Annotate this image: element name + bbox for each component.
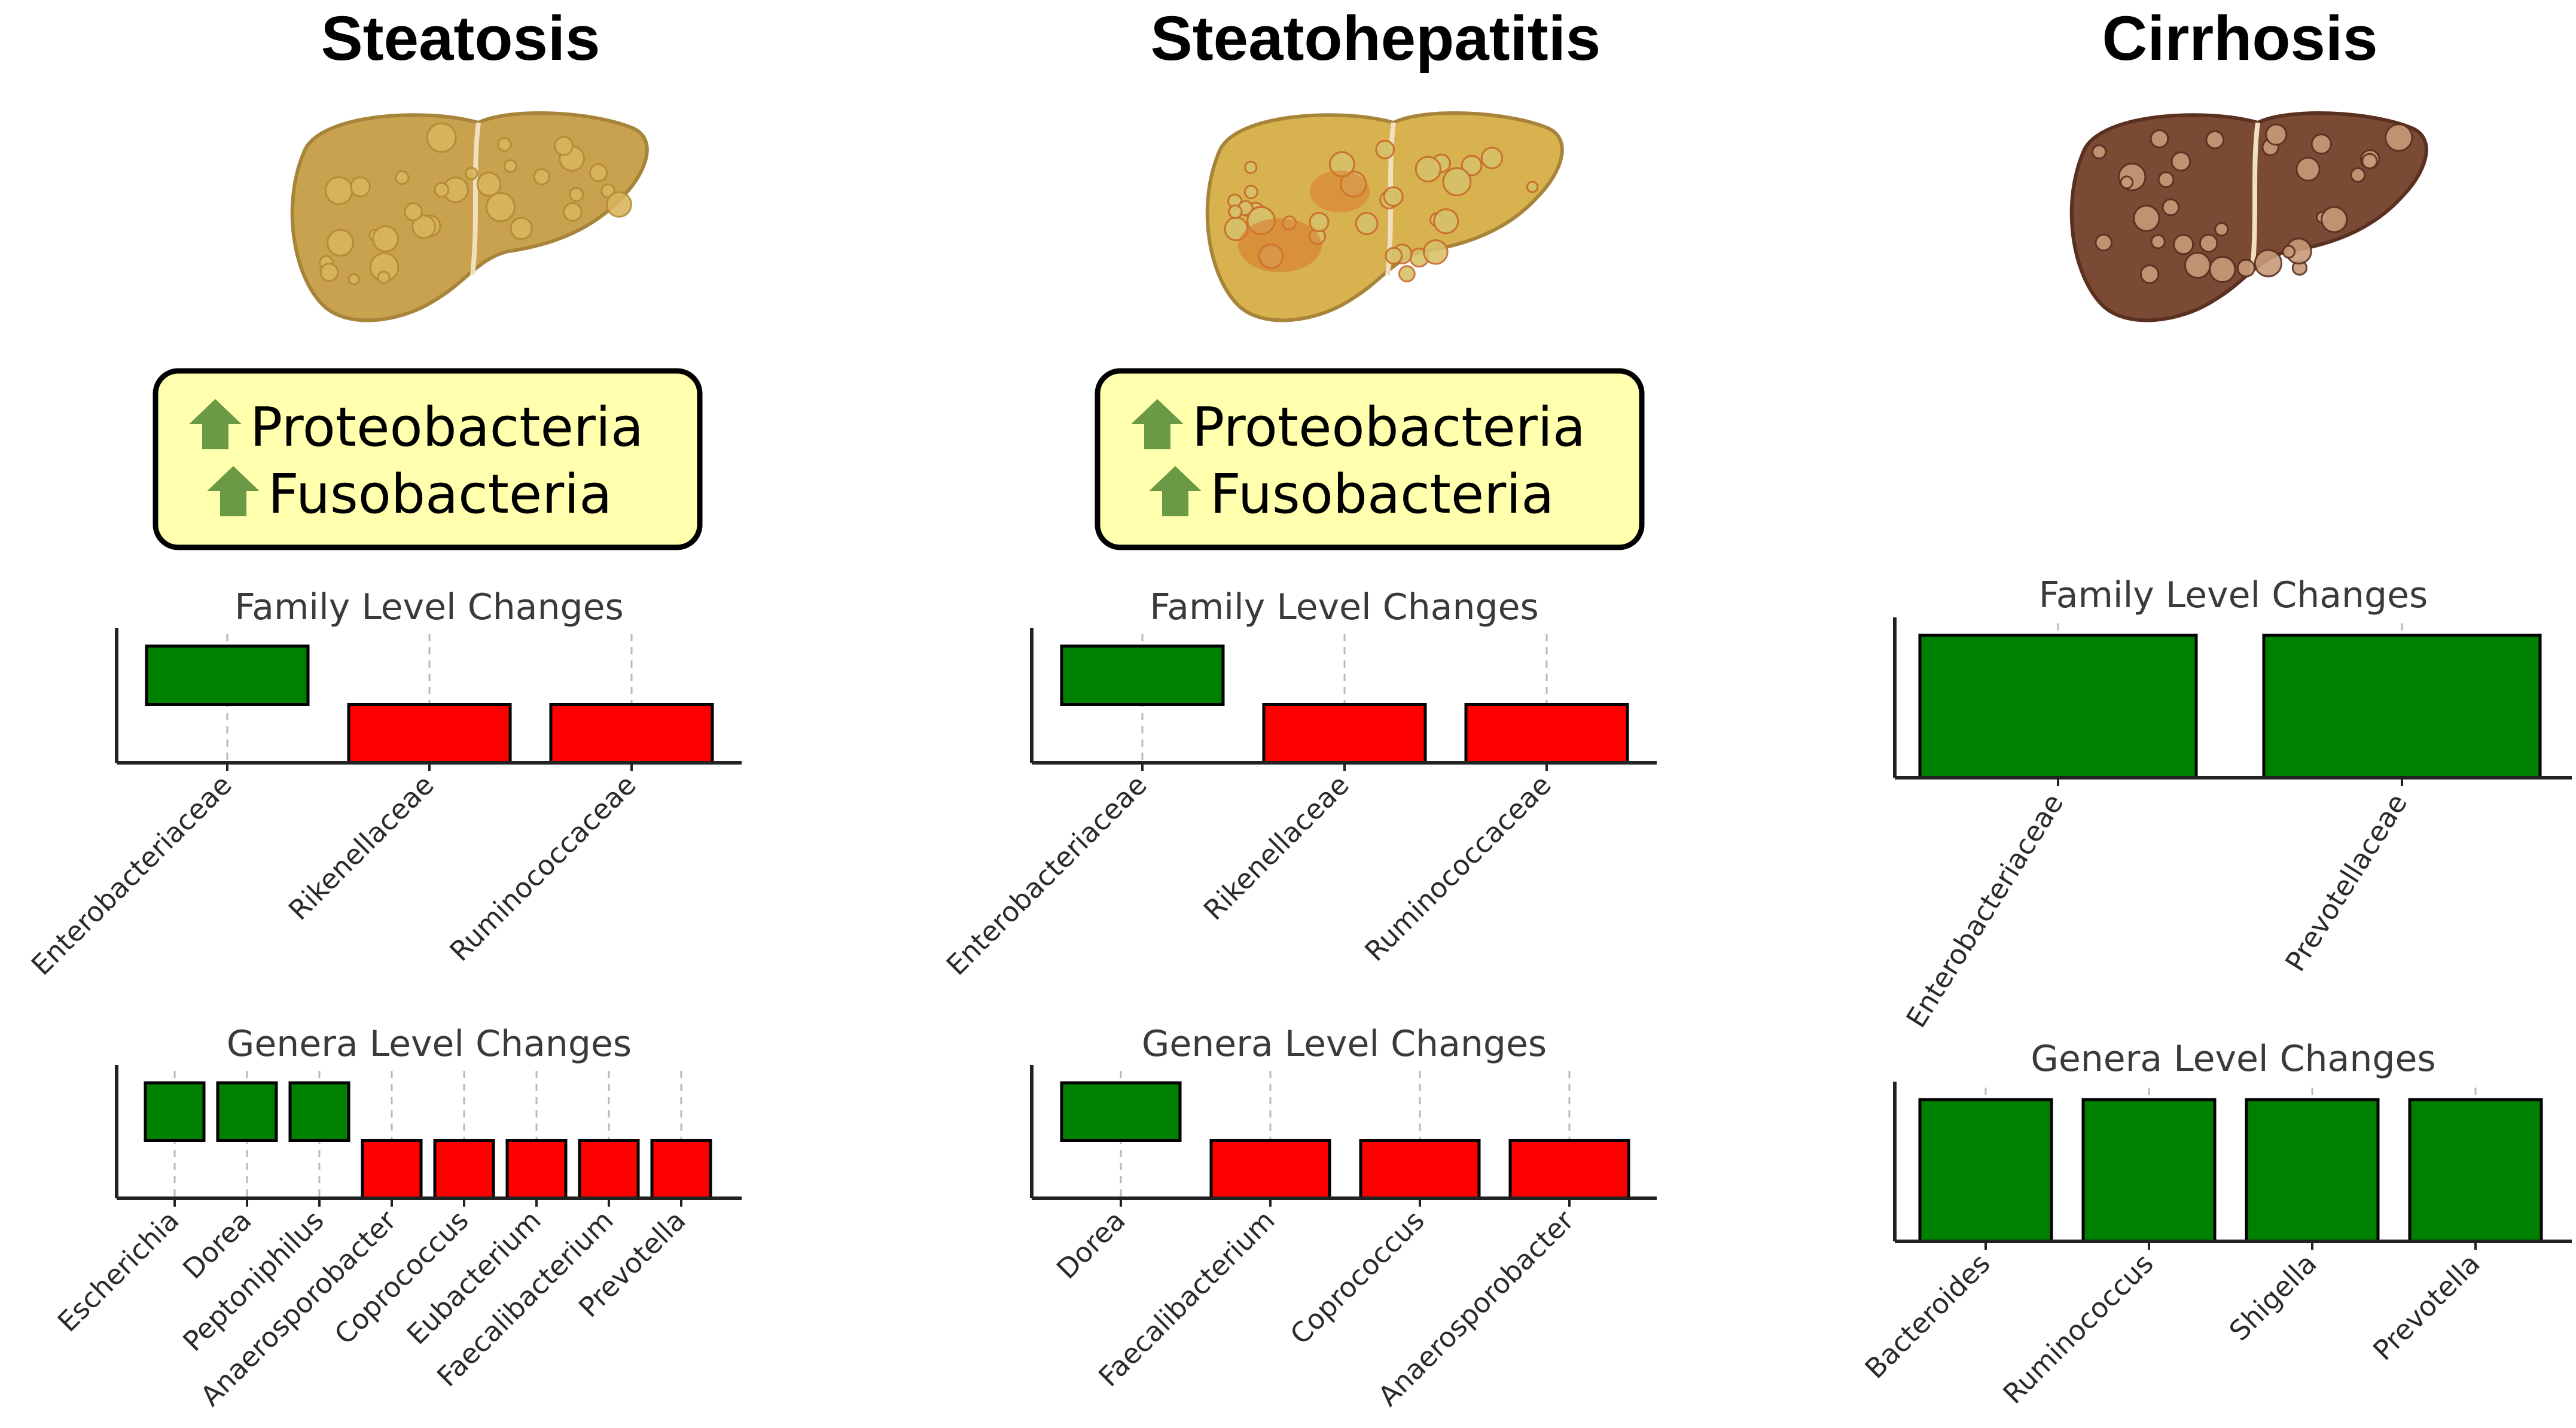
bar-chart: Genera Level ChangesEscherichiaDoreaPept… [51, 1023, 742, 1412]
chart-title: Genera Level Changes [2031, 1038, 2435, 1080]
tick-label: Coprococcus [1284, 1204, 1431, 1351]
bar [1464, 703, 1629, 765]
tick-label: Bacteroides [1858, 1247, 1996, 1385]
tick-label: Shigella [2223, 1247, 2323, 1347]
bar [1060, 644, 1225, 706]
chart-title: Genera Level Changes [227, 1023, 632, 1065]
chart-title: Family Level Changes [2039, 574, 2428, 616]
tick-label: Prevotella [2367, 1247, 2486, 1367]
bar [288, 1081, 350, 1142]
bar [347, 703, 512, 765]
chart-title: Family Level Changes [1150, 586, 1539, 628]
tick-label: Ruminococcus [1996, 1247, 2159, 1410]
bar [433, 1139, 495, 1200]
tick-label: Enterobacteriaceae [1900, 788, 2069, 1033]
bar [145, 644, 310, 706]
tick-label: Dorea [1050, 1204, 1132, 1286]
liver-steatosis-icon [290, 111, 649, 322]
bar [1918, 634, 2198, 780]
tick-label: Prevotellaceae [2279, 788, 2413, 977]
stage-title: Steatosis [321, 4, 600, 74]
chart-title: Genera Level Changes [1142, 1023, 1547, 1065]
marker-label: Proteobacteria [1192, 396, 1586, 459]
arrow-up-icon [207, 466, 260, 516]
stage-title: Cirrhosis [2102, 4, 2378, 74]
bar [549, 703, 714, 765]
bar [1508, 1139, 1630, 1200]
bar [2245, 1098, 2380, 1243]
tick-label: Enterobacteriaceae [940, 769, 1153, 982]
tick-label: Escherichia [51, 1204, 185, 1338]
bar [1918, 1098, 2053, 1243]
bar-chart: Genera Level ChangesDoreaFaecalibacteriu… [1030, 1023, 1657, 1412]
marker-label: Fusobacteria [268, 463, 612, 526]
bar [650, 1139, 712, 1200]
bar [1209, 1139, 1331, 1200]
tick-label: Ruminococcaceae [443, 769, 642, 968]
tick-label: Rikenellaceae [1197, 769, 1355, 927]
arrow-up-icon [1131, 399, 1184, 449]
arrow-up-icon [189, 399, 242, 449]
bar [361, 1139, 423, 1200]
marker-label: Proteobacteria [250, 396, 644, 459]
tick-label: Rikenellaceae [282, 769, 440, 927]
bar [2408, 1098, 2543, 1243]
liver-steatohepatitis-icon [1205, 111, 1564, 322]
arrow-up-icon [1149, 466, 1202, 516]
bar [1060, 1081, 1182, 1142]
bar [578, 1139, 640, 1200]
chart-title: Family Level Changes [234, 586, 624, 628]
bar [2081, 1098, 2217, 1243]
bar [1359, 1139, 1481, 1200]
bar [216, 1081, 278, 1142]
tick-label: Ruminococcaceae [1358, 769, 1557, 968]
bar [1262, 703, 1427, 765]
liver-cirrhosis-icon [2069, 111, 2428, 322]
marker-label: Fusobacteria [1210, 463, 1554, 526]
bar [2262, 634, 2542, 780]
tick-label: Enterobacteriaceae [25, 769, 238, 982]
bar [505, 1139, 568, 1200]
bar [144, 1081, 206, 1142]
stage-title: Steatohepatitis [1151, 4, 1601, 74]
